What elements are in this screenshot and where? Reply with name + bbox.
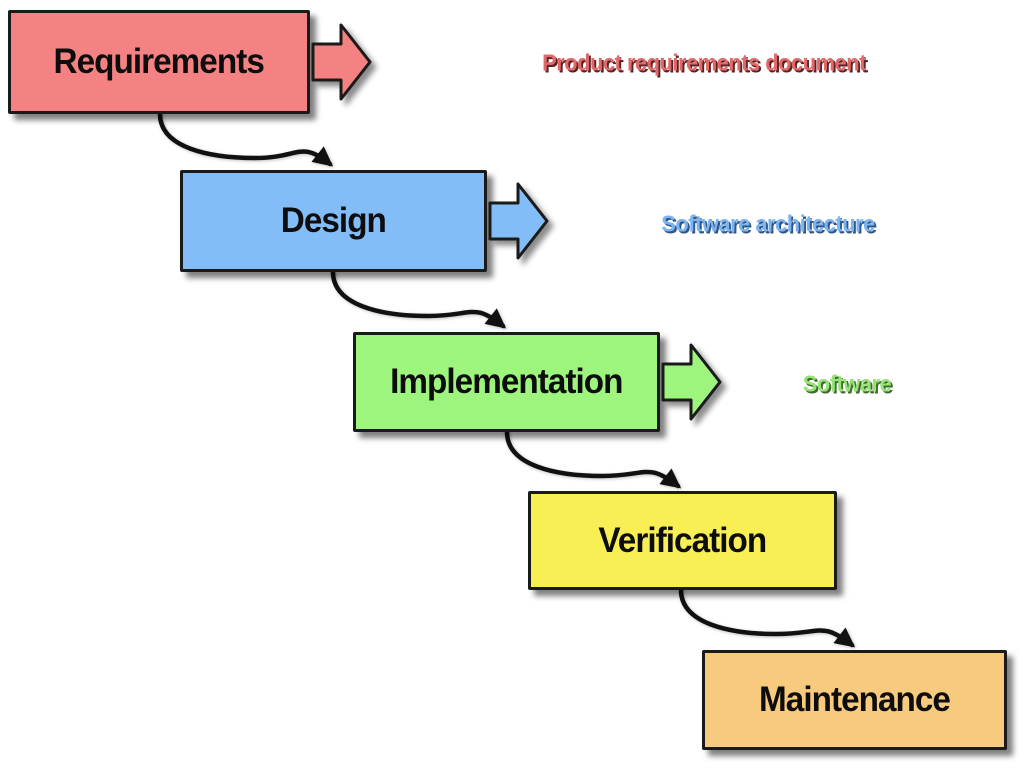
stage-label-requirements: Requirements xyxy=(53,42,265,81)
artifact-label-requirements: Product requirements document xyxy=(542,49,866,76)
stage-label-design: Design xyxy=(280,201,387,240)
connector-requirements-to-design xyxy=(157,111,334,167)
connector-implementation-to-verification xyxy=(504,429,682,489)
output-arrow-icon-design xyxy=(488,182,549,260)
output-arrow-shape xyxy=(488,182,549,260)
output-arrow-icon-requirements xyxy=(311,23,372,101)
stage-box-design: Design xyxy=(180,170,487,272)
stage-label-maintenance: Maintenance xyxy=(759,680,951,719)
connector-design-to-implementation xyxy=(330,269,507,329)
stage-label-verification: Verification xyxy=(598,520,768,560)
output-arrow-shape xyxy=(311,23,372,101)
stage-box-implementation: Implementation xyxy=(353,332,660,432)
output-arrow-icon-implementation xyxy=(661,343,722,421)
stage-label-implementation: Implementation xyxy=(390,362,623,401)
output-arrow-shape xyxy=(661,343,722,421)
stage-box-requirements: Requirements xyxy=(8,10,310,114)
connector-verification-to-maintenance xyxy=(678,587,856,648)
stage-box-maintenance: Maintenance xyxy=(702,650,1007,750)
artifact-label-implementation: Software xyxy=(802,370,892,397)
stage-box-verification: Verification xyxy=(528,491,837,590)
artifact-label-design: Software architecture xyxy=(661,210,875,237)
